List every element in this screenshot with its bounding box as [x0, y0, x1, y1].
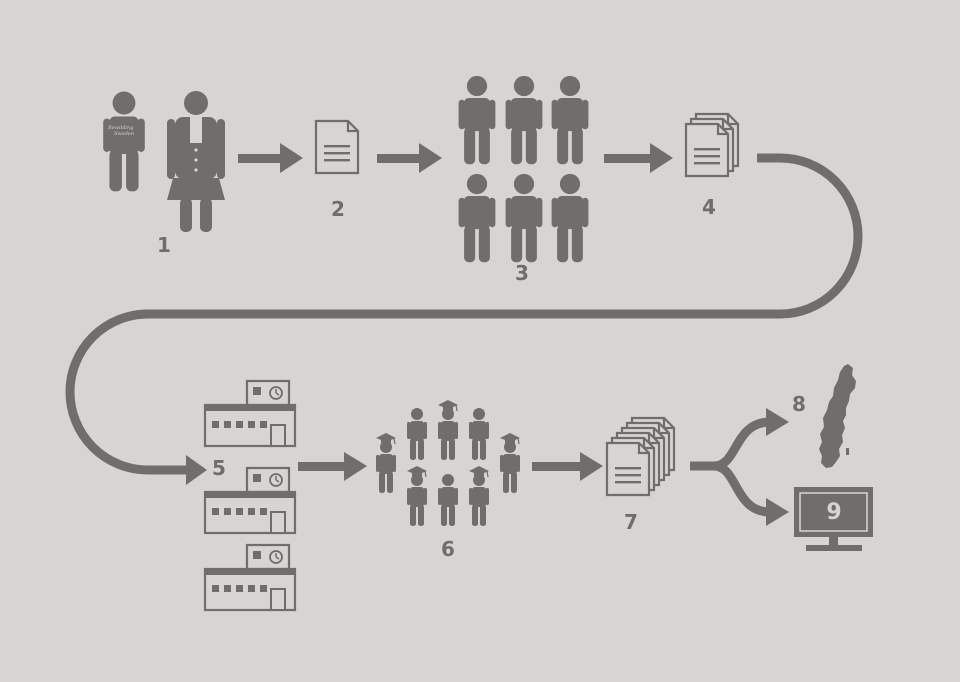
school-building	[203, 543, 297, 612]
arrow-1-2	[238, 154, 282, 163]
step-4-number: 4	[702, 195, 716, 219]
school-building	[203, 379, 297, 448]
arrow-3-4	[604, 154, 652, 163]
step-3-number: 3	[515, 261, 529, 285]
connector-arrows	[238, 143, 673, 481]
step-7-number: 7	[624, 510, 638, 534]
step-8-number: 8	[792, 392, 806, 416]
arrow-6-7	[532, 462, 582, 471]
logo-text-line1: Rewilding	[107, 125, 133, 131]
curve-4-5	[65, 153, 863, 475]
arrow-5-6	[298, 462, 346, 471]
two-people-icon: Rewilding Sweden	[103, 91, 225, 232]
step-6-number: 6	[441, 537, 455, 561]
step-2-number: 2	[331, 197, 345, 221]
large-document-stack-icon	[605, 416, 676, 497]
students-graduates-icon	[375, 399, 521, 526]
logo-text-line2: Sweden	[114, 131, 134, 137]
sweden-map-icon	[819, 364, 856, 468]
arrowhead-7-8	[766, 408, 789, 436]
arrowhead-5-6	[344, 452, 367, 481]
arrowhead-3-4	[650, 143, 673, 173]
arrowhead-7-9	[766, 498, 789, 526]
single-document-icon	[314, 119, 360, 175]
arrowhead-1-2	[280, 143, 303, 173]
step-5-number: 5	[212, 456, 226, 480]
school-buildings-icon	[203, 379, 297, 612]
arrowhead-4-5	[186, 455, 207, 485]
arrowhead-6-7	[580, 452, 603, 481]
arrow-2-3	[377, 154, 421, 163]
monitor-icon	[794, 487, 873, 551]
gotland-island	[846, 448, 849, 455]
fork-connector	[690, 417, 771, 517]
step-1-number: 1	[157, 233, 171, 257]
arrowhead-2-3	[419, 143, 442, 173]
document-stack-icon	[684, 112, 740, 178]
six-people-icon	[458, 75, 589, 263]
step-9-number: 9	[826, 500, 841, 525]
